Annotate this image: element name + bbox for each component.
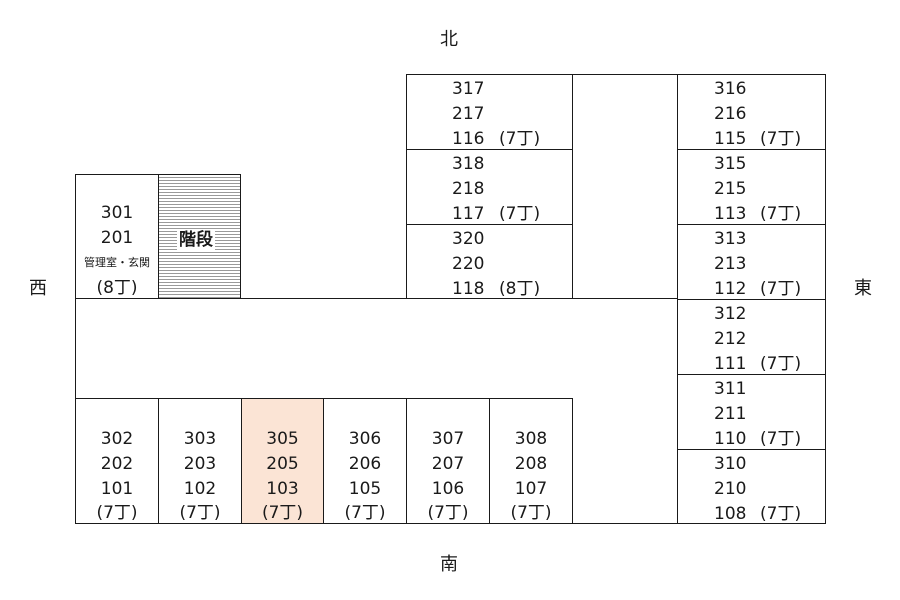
room-chome: (8丁) (96, 278, 138, 298)
room-number: 207 (431, 454, 465, 474)
room-number: 313 (714, 229, 747, 249)
room-block-south-highlighted: 305 205 103 (7丁) (241, 398, 324, 524)
room-number: 115 (714, 129, 747, 149)
room-chome: (7丁) (760, 504, 802, 524)
room-number: 311 (714, 379, 747, 399)
room-chome: (7丁) (261, 503, 304, 523)
west-label: 西 (29, 278, 47, 299)
room-block-south: 303 203 102 (7丁) (158, 398, 242, 524)
room-block-east: 311 211 110 (7丁) (677, 374, 826, 450)
room-chome: (7丁) (760, 129, 802, 149)
room-number: 212 (714, 329, 747, 349)
room-number: 302 (100, 429, 134, 449)
north-corridor-top-wall (572, 74, 678, 75)
room-chome: (7丁) (760, 204, 802, 224)
room-number: 216 (714, 104, 747, 124)
stairs-label: 階段 (177, 229, 215, 251)
room-number: 110 (714, 429, 747, 449)
east-label: 東 (854, 278, 872, 299)
room-number: 118 (452, 279, 485, 299)
room-number: 105 (348, 479, 382, 499)
room-chome: (7丁) (96, 503, 138, 523)
room-number: 301 (100, 203, 134, 223)
room-block-west: 301 201 管理室・玄関 (8丁) (75, 174, 159, 299)
room-number: 308 (514, 429, 548, 449)
room-number: 116 (452, 129, 485, 149)
room-chome: (7丁) (510, 503, 552, 523)
room-number: 317 (452, 79, 485, 99)
room-block-north: 317 217 116 (7丁) (406, 74, 573, 150)
corridor-west-wall (75, 298, 76, 399)
room-number: 312 (714, 304, 747, 324)
room-block-east: 312 212 111 (7丁) (677, 299, 826, 375)
room-number: 206 (348, 454, 382, 474)
room-chome: (7丁) (760, 354, 802, 374)
room-note: 管理室・玄関 (84, 256, 150, 269)
room-number: 307 (431, 429, 465, 449)
room-number: 201 (100, 228, 134, 248)
room-number: 310 (714, 454, 747, 474)
room-number: 107 (514, 479, 548, 499)
room-number: 101 (100, 479, 134, 499)
room-number: 111 (714, 354, 747, 374)
room-number: 306 (348, 429, 382, 449)
room-block-south: 302 202 101 (7丁) (75, 398, 159, 524)
room-number: 205 (266, 454, 299, 474)
room-block-north: 320 220 118 (8丁) (406, 224, 573, 299)
room-number: 318 (452, 154, 485, 174)
room-chome: (7丁) (344, 503, 386, 523)
room-number: 203 (183, 454, 217, 474)
room-block-east: 310 210 108 (7丁) (677, 449, 826, 524)
room-number: 217 (452, 104, 485, 124)
room-chome: (7丁) (179, 503, 221, 523)
room-chome: (7丁) (499, 204, 541, 224)
corridor-top-wall-east (572, 298, 678, 299)
corridor-top-wall (75, 298, 407, 299)
room-number: 108 (714, 504, 747, 524)
room-number: 303 (183, 429, 217, 449)
south-label: 南 (440, 554, 458, 575)
room-number: 215 (714, 179, 747, 199)
room-number: 117 (452, 204, 485, 224)
room-number: 316 (714, 79, 747, 99)
room-block-south: 306 206 105 (7丁) (323, 398, 407, 524)
room-block-south: 308 208 107 (7丁) (489, 398, 573, 524)
stairs: 階段 (158, 174, 241, 299)
room-block-south: 307 207 106 (7丁) (406, 398, 490, 524)
room-number: 210 (714, 479, 747, 499)
room-block-east: 316 216 115 (7丁) (677, 74, 826, 150)
room-number: 211 (714, 404, 747, 424)
room-number: 218 (452, 179, 485, 199)
room-number: 305 (266, 429, 299, 449)
room-number: 320 (452, 229, 485, 249)
room-number: 112 (714, 279, 747, 299)
room-number: 113 (714, 204, 747, 224)
room-number: 103 (266, 479, 299, 499)
north-label: 北 (440, 29, 458, 50)
room-number: 202 (100, 454, 134, 474)
room-block-east: 315 215 113 (7丁) (677, 149, 826, 225)
room-chome: (7丁) (499, 129, 541, 149)
room-number: 315 (714, 154, 747, 174)
room-block-north: 318 218 117 (7丁) (406, 149, 573, 225)
corridor-bottom-wall (572, 523, 678, 524)
room-chome: (7丁) (760, 429, 802, 449)
room-number: 106 (431, 479, 465, 499)
room-number: 213 (714, 254, 747, 274)
room-number: 220 (452, 254, 485, 274)
room-block-east: 313 213 112 (7丁) (677, 224, 826, 300)
room-chome: (7丁) (427, 503, 469, 523)
room-chome: (7丁) (760, 279, 802, 299)
room-number: 208 (514, 454, 548, 474)
room-chome: (8丁) (499, 279, 541, 299)
room-number: 102 (183, 479, 217, 499)
